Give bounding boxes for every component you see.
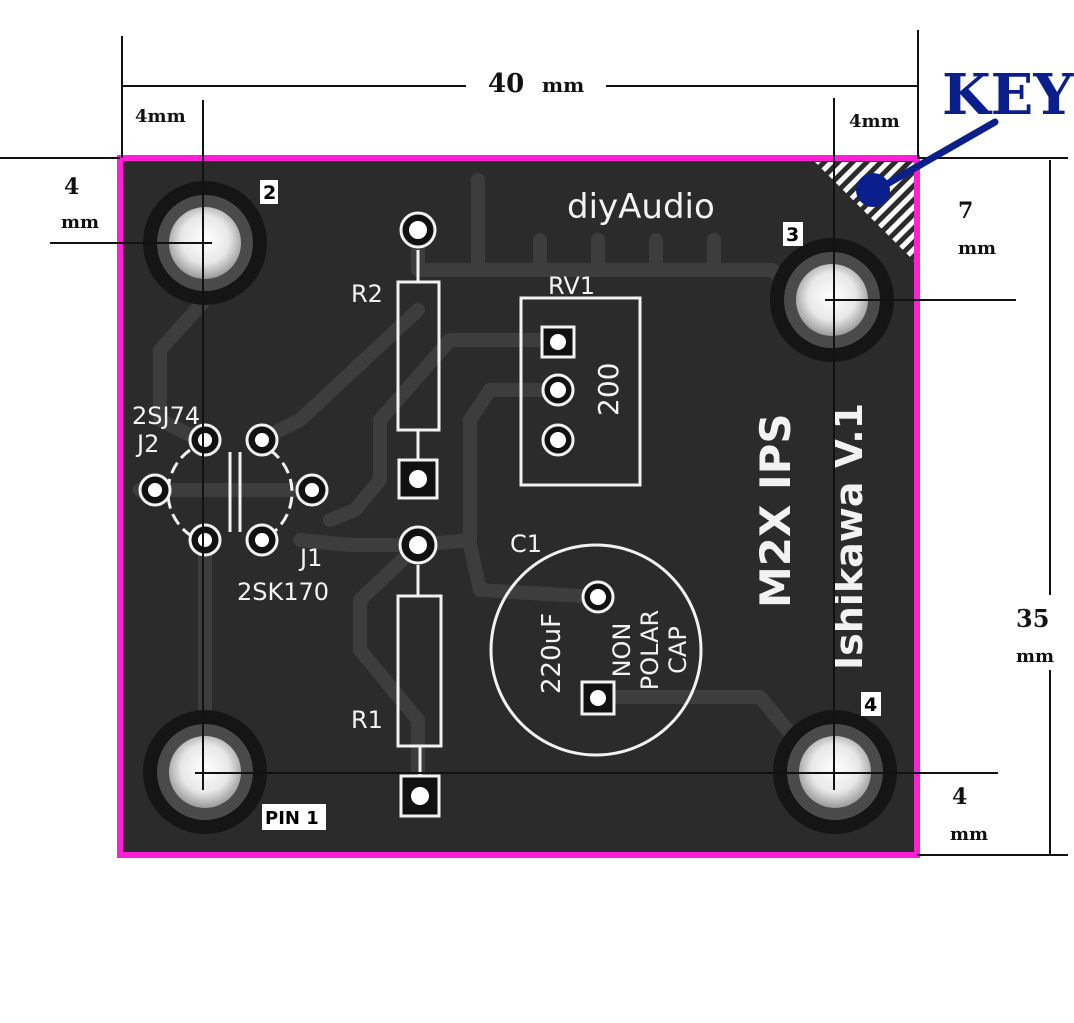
transistor-j2-footprint (138, 423, 232, 557)
pin-label-3: 3 (783, 222, 803, 246)
silk-brand: diyAudio (567, 187, 715, 227)
silk-j1-part: 2SK170 (237, 578, 329, 606)
silk-rv1-value: 200 (592, 363, 625, 416)
dim-margin-bottom-value: 4 (952, 784, 967, 810)
dim-width-value: 40 (488, 69, 524, 99)
pin-label-2: 2 (260, 180, 278, 204)
svg-text:PIN 1: PIN 1 (265, 808, 319, 829)
silk-c1-note-3: CAP (664, 626, 692, 674)
silk-c1-value: 220uF (537, 613, 567, 694)
center-pad (398, 525, 438, 565)
resistor-r1-footprint (396, 565, 443, 818)
key-corner-hatch (815, 162, 915, 262)
dim-margin-right-unit: mm (958, 238, 996, 259)
silk-r2: R2 (351, 280, 383, 308)
dim-height-value: 35 (1016, 604, 1049, 633)
pcb-board: diyAudio RV1 200 R2 R1 C1 220uF NON POLA… (117, 155, 920, 858)
dim-width-unit: mm (542, 73, 584, 97)
silk-j2: J2 (135, 430, 159, 458)
silk-board-name: M2X IPS (751, 413, 800, 608)
silk-c1-note-2: POLAR (636, 610, 664, 690)
key-pointer-line (876, 118, 999, 192)
dim-margin-top-left: 4mm (135, 106, 186, 127)
dim-margin-top-right: 4mm (849, 111, 900, 132)
svg-text:4: 4 (864, 694, 877, 716)
key-label: KEY (942, 62, 1074, 128)
dim-margin-right-value: 7 (958, 198, 973, 224)
silk-j1: J1 (298, 544, 322, 572)
dim-margin-left-unit: mm (61, 212, 99, 233)
pin-label-4: 4 (861, 692, 881, 716)
dimension-lines (0, 30, 1068, 856)
silk-j2-part: 2SJ74 (132, 402, 200, 430)
capacitor-c1-footprint (489, 543, 703, 757)
svg-text:2: 2 (263, 182, 276, 204)
dim-margin-bottom-unit: mm (950, 824, 988, 845)
trimmer-rv1-footprint (519, 296, 642, 487)
silk-rv1: RV1 (548, 272, 595, 300)
key-dot (856, 173, 890, 207)
silk-c1-note-1: NON (608, 623, 636, 678)
dim-margin-left-value: 4 (64, 174, 79, 200)
resistor-r2-footprint (396, 211, 441, 500)
board-outline (117, 155, 920, 858)
pin-label-pin1: PIN 1 (262, 804, 326, 830)
svg-text:3: 3 (786, 224, 799, 246)
transistor-j1-footprint (238, 423, 329, 557)
silk-r1: R1 (351, 706, 383, 734)
silk-c1: C1 (510, 530, 542, 558)
dim-height-unit: mm (1016, 646, 1054, 667)
